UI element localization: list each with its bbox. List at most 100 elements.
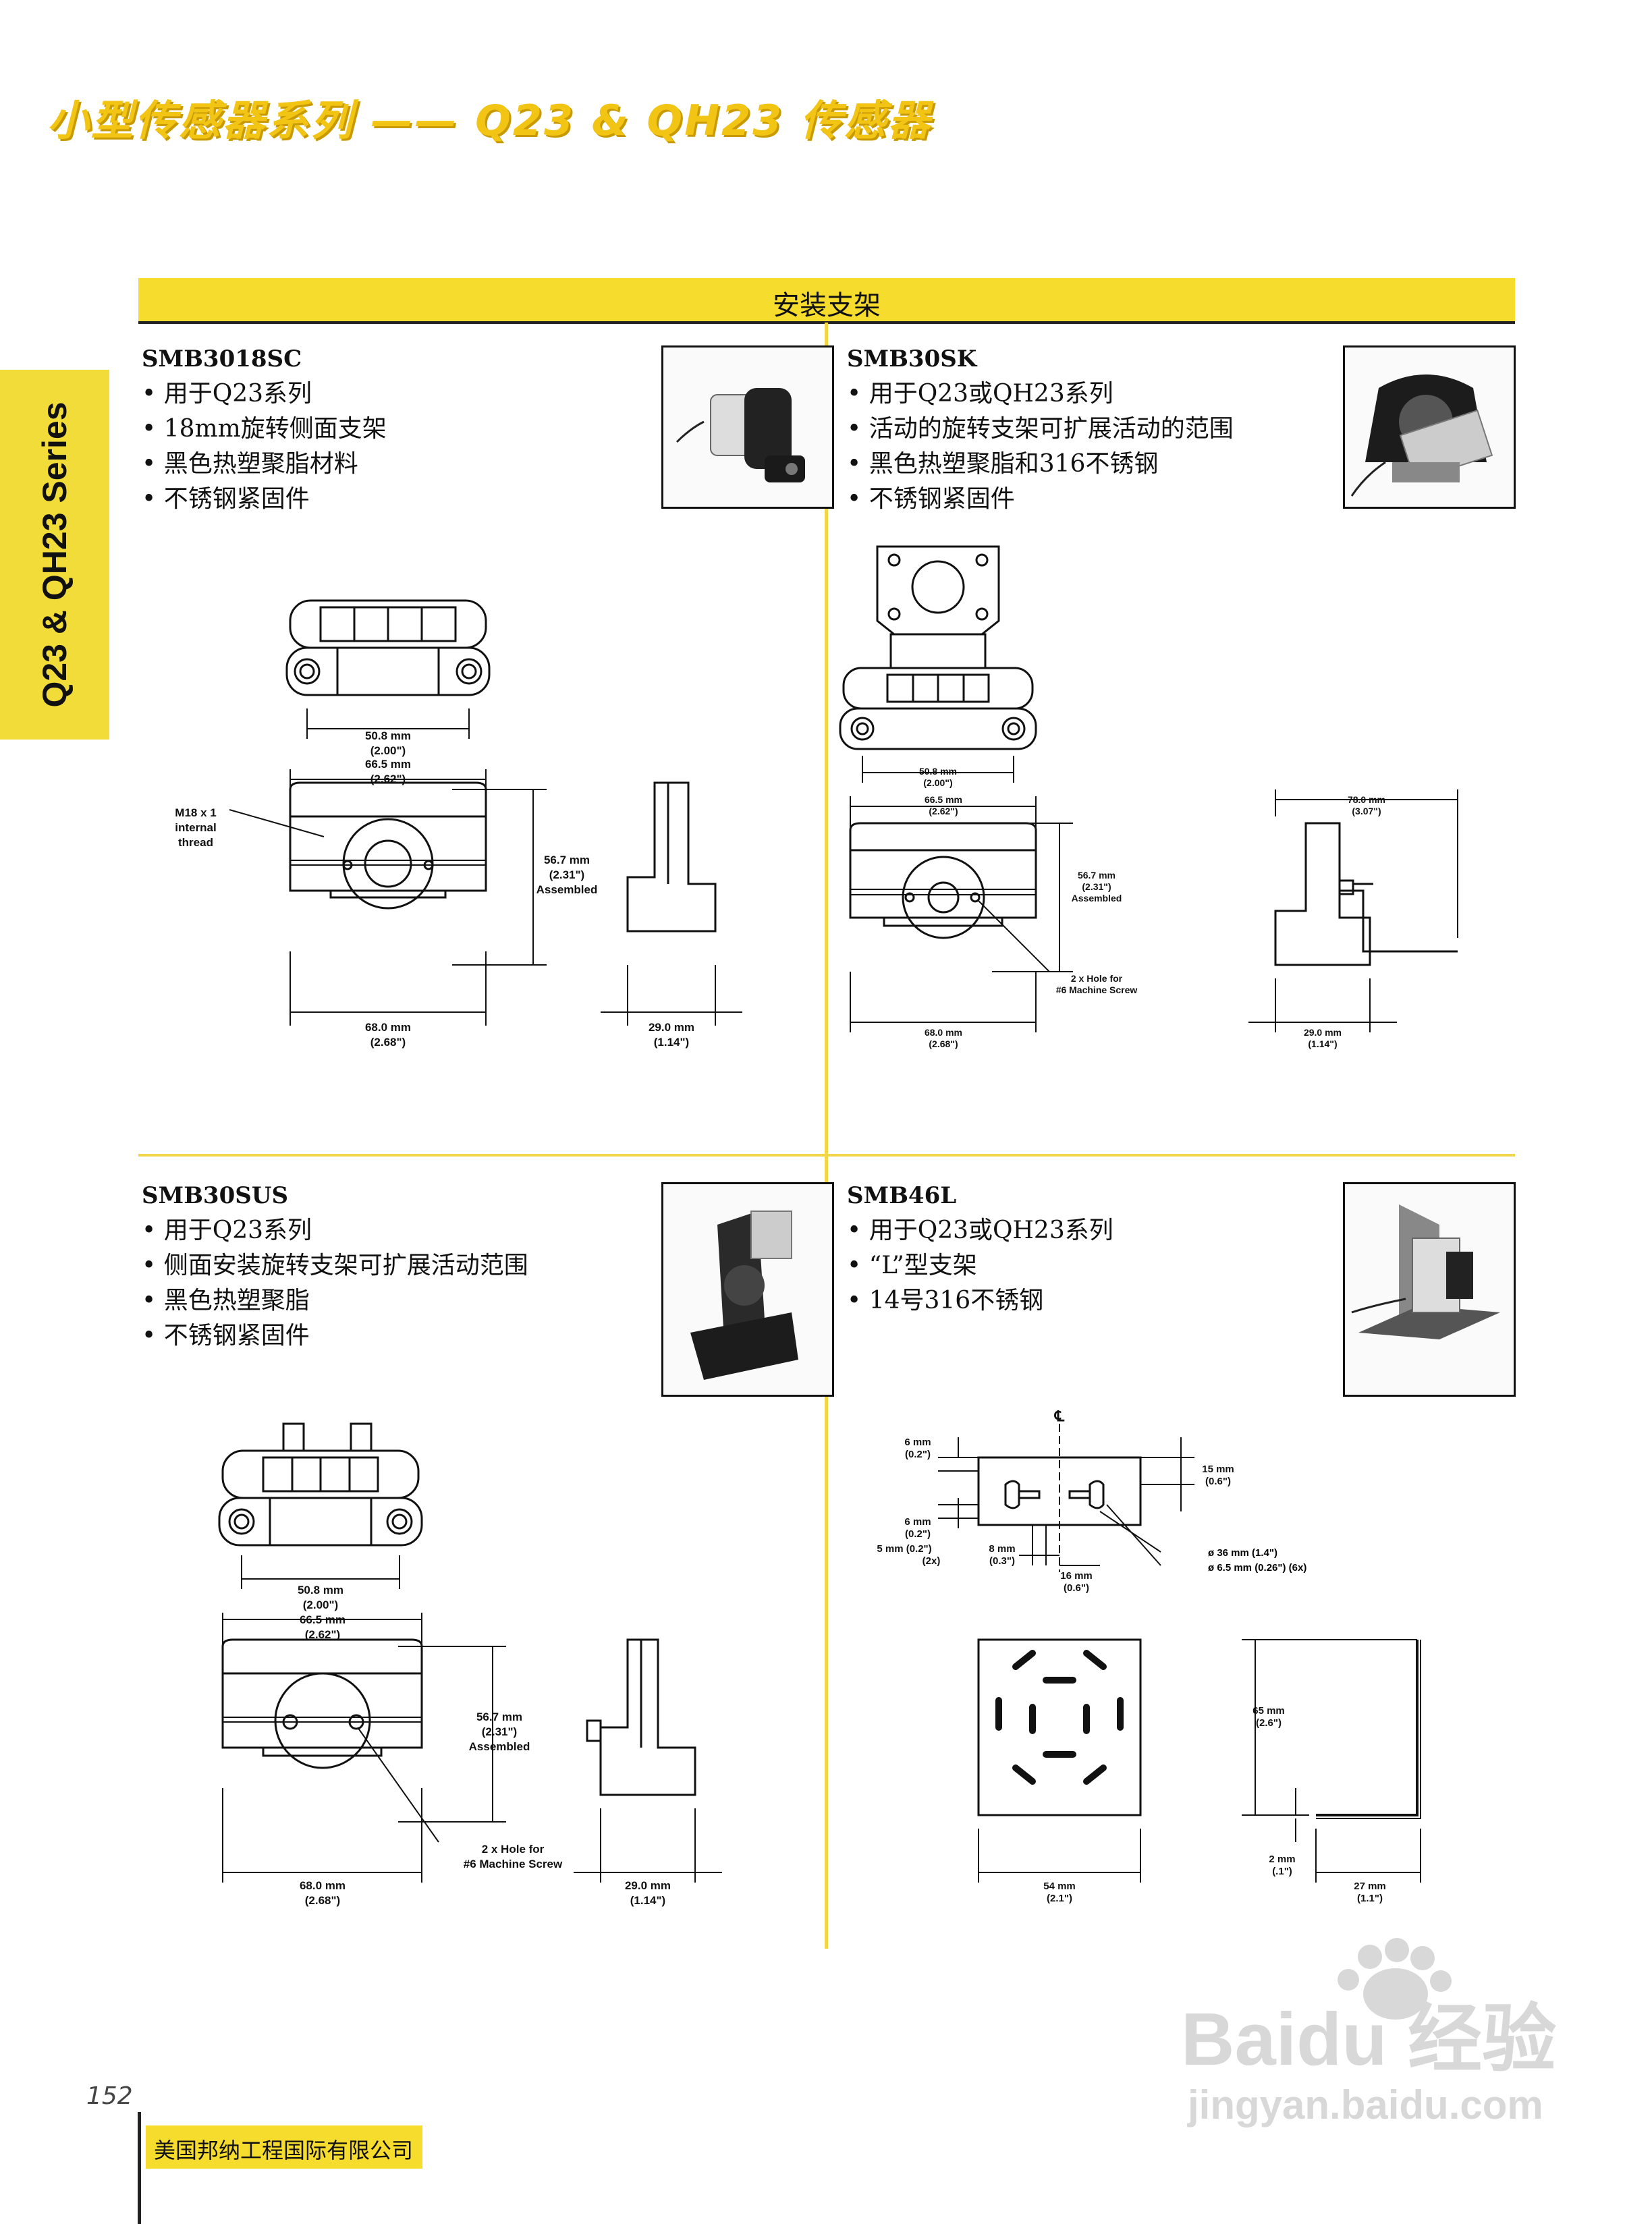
dim-label: (1.14") <box>1308 1038 1337 1049</box>
dim-label: 66.5 mm <box>300 1613 346 1626</box>
feature-item: 黑色热塑聚脂材料 <box>142 447 387 482</box>
dim-label: 6 mm <box>904 1437 931 1448</box>
feature-item: 不锈钢紧固件 <box>847 482 1234 517</box>
feature-list: 用于Q23系列 侧面安装旋转支架可扩展活动范围 黑色热塑聚脂 不锈钢紧固件 <box>142 1213 528 1354</box>
product-name: SMB30SUS <box>142 1182 288 1209</box>
dim-label: ø 6.5 mm (0.26") (6x) <box>1208 1562 1306 1574</box>
page-number: 152 <box>86 2082 133 2110</box>
side-tab-label: Q23 & QH23 Series <box>36 401 74 708</box>
feature-item: 14号316不锈钢 <box>847 1283 1113 1318</box>
dim-label: (0.3") <box>989 1555 1015 1567</box>
dim-label: M18 x 1 <box>175 806 216 819</box>
side-tab: Q23 & QH23 Series <box>0 370 109 740</box>
dim-label: 50.8 mm <box>365 729 411 742</box>
dim-label: (1.14") <box>630 1894 665 1907</box>
feature-item: 用于Q23或QH23系列 <box>847 1213 1113 1248</box>
dim-label: 29.0 mm <box>625 1879 671 1892</box>
product-name: SMB46L <box>847 1182 957 1209</box>
dim-label: Assembled <box>1072 893 1122 904</box>
dim-label: (3.07") <box>1352 806 1381 816</box>
feature-item: 黑色热塑聚脂 <box>142 1283 528 1318</box>
feature-list: 用于Q23或QH23系列 活动的旋转支架可扩展活动的范围 黑色热塑聚脂和316不… <box>847 377 1234 517</box>
dim-label: 66.5 mm <box>365 758 411 771</box>
section-banner-label: 安装支架 <box>773 290 881 321</box>
footer-rule <box>138 2112 141 2224</box>
product-smb30sk: SMB30SK 用于Q23或QH23系列 活动的旋转支架可扩展活动的范围 黑色热… <box>847 345 1234 517</box>
product-smb3018sc: SMB3018SC 用于Q23系列 18mm旋转侧面支架 黑色热塑聚脂材料 不锈… <box>142 345 387 517</box>
dim-label: 54 mm <box>1043 1881 1076 1892</box>
dim-label: (0.2") <box>905 1528 931 1540</box>
dim-label: 68.0 mm <box>925 1027 962 1038</box>
dim-label: (0.6") <box>1205 1476 1231 1487</box>
dim-label: (2x) <box>923 1555 941 1567</box>
dim-label: internal <box>175 821 216 834</box>
dim-label: 56.7 mm <box>544 854 590 866</box>
company-label: 美国邦纳工程国际有限公司 <box>146 2125 422 2169</box>
dim-label: (2.31") <box>482 1725 517 1738</box>
page-title: 小型传感器系列 —— Q23 & QH23 传感器 <box>47 96 932 145</box>
dim-label: (2.00") <box>303 1598 338 1611</box>
product-smb46l: SMB46L 用于Q23或QH23系列 “L”型支架 14号316不锈钢 <box>847 1182 1113 1318</box>
dim-label: 5 mm (0.2") <box>877 1543 931 1555</box>
feature-list: 用于Q23系列 18mm旋转侧面支架 黑色热塑聚脂材料 不锈钢紧固件 <box>142 377 387 517</box>
feature-item: 18mm旋转侧面支架 <box>142 412 387 447</box>
dim-label: 29.0 mm <box>1304 1027 1342 1038</box>
dim-label: 2 mm <box>1269 1854 1295 1865</box>
dim-label: (2.31") <box>549 868 584 881</box>
smb46l-drawing: ℄ 6 mm (0.2") 15 mm (0.6") 6 mm (0.2") 5… <box>877 1410 1421 1904</box>
row-divider <box>138 1154 1515 1157</box>
dim-label: (2.68") <box>305 1894 340 1907</box>
product-photo <box>1343 1182 1516 1397</box>
product-photo <box>1343 345 1516 509</box>
product-photo <box>661 1182 834 1397</box>
dim-label: (0.2") <box>905 1449 931 1460</box>
dim-label: (0.6") <box>1064 1582 1089 1594</box>
dim-label: (2.31") <box>1082 881 1111 892</box>
dim-label: (2.62") <box>305 1628 340 1641</box>
feature-item: 用于Q23系列 <box>142 377 387 412</box>
product-name: SMB30SK <box>847 345 977 372</box>
feature-item: “L”型支架 <box>847 1248 1113 1283</box>
dim-label: 2 x Hole for <box>482 1843 545 1856</box>
dim-label: 16 mm <box>1060 1570 1093 1582</box>
company-name: 美国邦纳工程国际有限公司 <box>154 2138 414 2163</box>
dim-label: 15 mm <box>1202 1464 1234 1475</box>
smb3018sc-drawing: 50.8 mm (2.00") 66.5 mm (2.62") M18 x 1 … <box>175 599 742 1049</box>
dim-label: 56.7 mm <box>1078 870 1116 881</box>
watermark-brand: Baidu 经验 <box>1181 1998 1556 2081</box>
dim-label: (.1") <box>1272 1866 1292 1877</box>
dim-label: #6 Machine Screw <box>464 1858 563 1870</box>
feature-item: 不锈钢紧固件 <box>142 482 387 517</box>
column-divider <box>825 323 828 1949</box>
dim-label: (1.14") <box>654 1036 689 1049</box>
dim-label: (2.68") <box>929 1038 958 1049</box>
dim-label: 56.7 mm <box>476 1711 522 1723</box>
watermark-url: jingyan.baidu.com <box>1187 2082 1543 2128</box>
feature-item: 用于Q23系列 <box>142 1213 528 1248</box>
dim-label: 50.8 mm <box>919 766 957 777</box>
product-name: SMB3018SC <box>142 345 302 372</box>
dim-label: 8 mm <box>989 1543 1015 1555</box>
dim-label: 29.0 mm <box>649 1021 694 1034</box>
dim-label: 2 x Hole for <box>1071 973 1123 984</box>
dim-label: 65 mm <box>1252 1705 1285 1717</box>
section-banner: 安装支架 <box>138 278 1515 324</box>
dim-label: (1.1") <box>1357 1893 1383 1904</box>
smb30sk-drawing: 50.8 mm (2.00") 66.5 mm (2.62") 56.7 mm … <box>839 545 1458 1049</box>
dim-label: 68.0 mm <box>365 1021 411 1034</box>
dim-label: Assembled <box>536 883 598 896</box>
dim-label: (2.00") <box>370 744 406 757</box>
dim-label: 68.0 mm <box>300 1879 346 1892</box>
dim-label: 78.0 mm <box>1348 794 1385 805</box>
dim-label: #6 Machine Screw <box>1056 984 1138 995</box>
dim-label: (2.62") <box>929 806 958 816</box>
dim-label: (2.68") <box>370 1036 406 1049</box>
feature-list: 用于Q23或QH23系列 “L”型支架 14号316不锈钢 <box>847 1213 1113 1318</box>
dim-label: ø 36 mm (1.4") <box>1208 1547 1277 1559</box>
dim-label: (2.00") <box>923 777 952 788</box>
feature-item: 用于Q23或QH23系列 <box>847 377 1234 412</box>
dim-label: thread <box>178 836 213 849</box>
feature-item: 黑色热塑聚脂和316不锈钢 <box>847 447 1234 482</box>
dim-label: 50.8 mm <box>298 1584 343 1596</box>
feature-item: 不锈钢紧固件 <box>142 1318 528 1354</box>
